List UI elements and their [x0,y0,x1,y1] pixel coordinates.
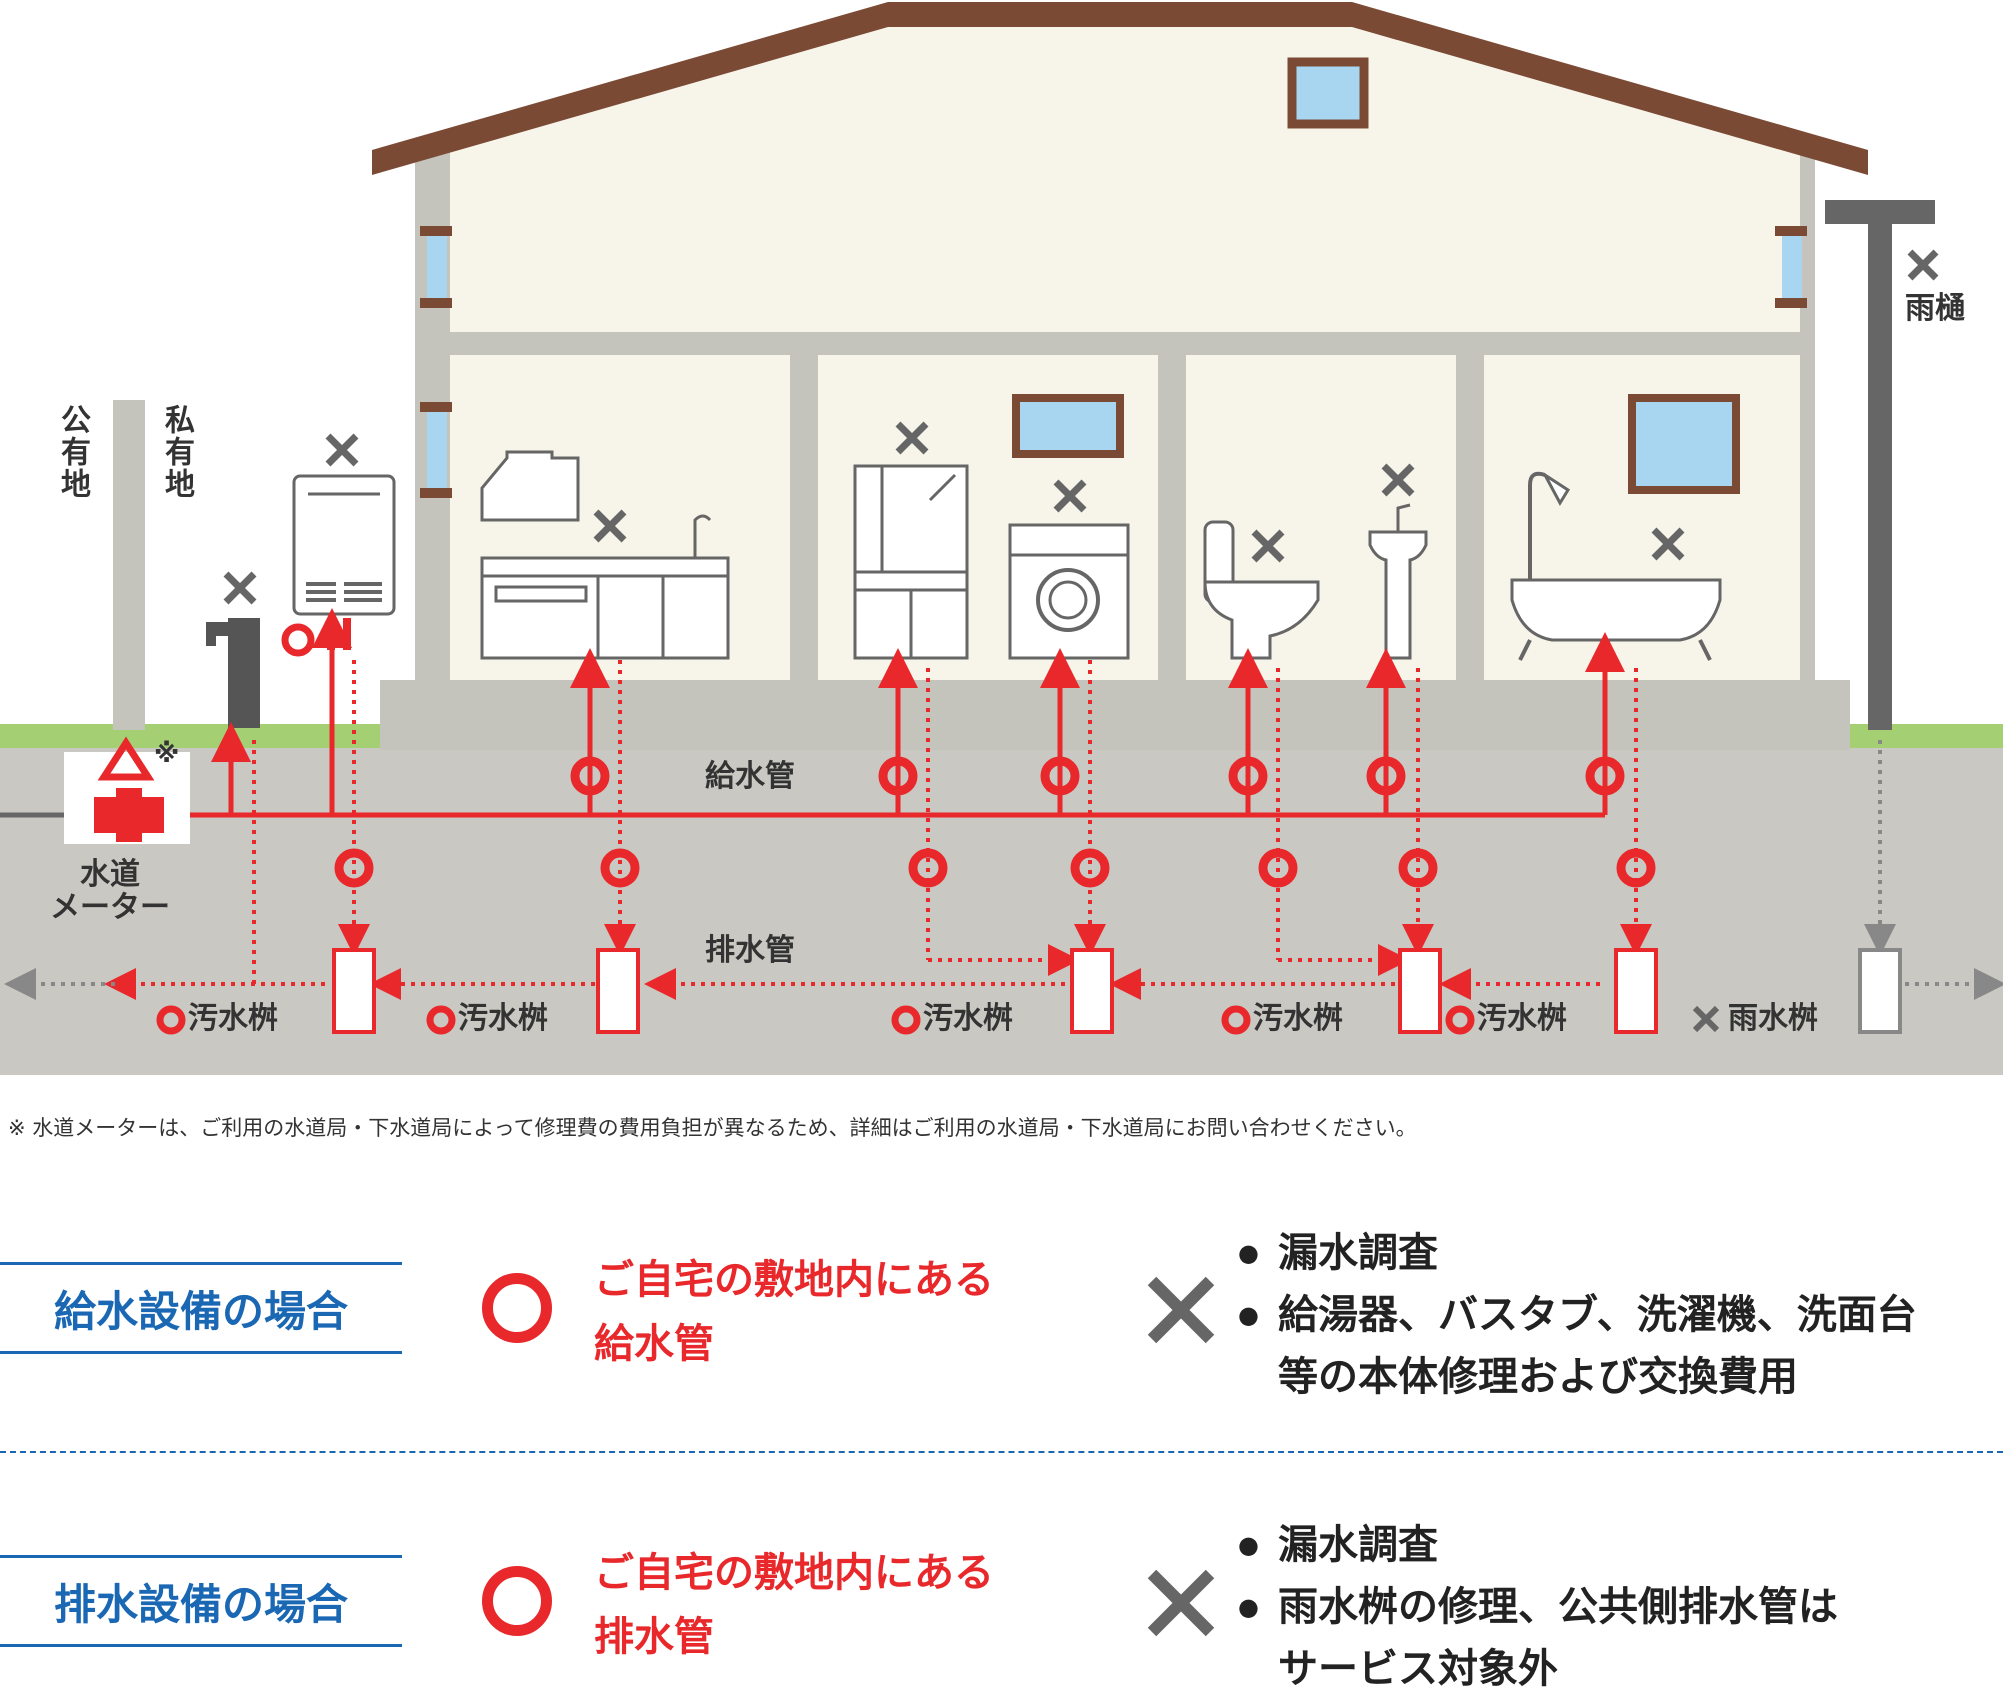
grass-left [0,724,380,748]
private-land-label: 私有地 [159,404,194,500]
window-left-upper [427,230,447,302]
covered-text-line1: ご自宅の敷地内にある [594,1257,994,1303]
kitchen-counter-icon [480,514,730,660]
toilet-icon [1203,520,1320,660]
covered-rings [156,756,1656,1035]
sewage-basin [1398,948,1442,1034]
sewage-basin-label: 汚水桝 [1477,1001,1567,1036]
washing-machine-icon [1008,523,1130,660]
supply-pipe-label: 給水管 [705,759,795,794]
laundry-window [1012,394,1124,458]
not-covered-x-icon [1147,1569,1215,1637]
not-covered-x-icon [1147,1276,1215,1344]
water-meter-icon [64,736,190,844]
covered-text-line1: ご自宅の敷地内にある [594,1550,994,1596]
rain-gutter-label: 雨樋 [1905,291,1965,326]
covered-text-line2: 排水管 [594,1614,714,1660]
list-item: 漏水調査 [1238,1222,1917,1284]
bath-window [1628,394,1740,494]
footnote: ※ 水道メーターは、ご利用の水道局・下水道局によって修理費の費用負担が異なるため… [8,1116,1417,1140]
sewage-basin-label: 汚水桝 [188,1001,278,1036]
outdoor-faucet-icon [206,618,260,728]
sewage-basin-label: 汚水桝 [458,1001,548,1036]
foundation [380,680,1850,750]
attic-window [1287,57,1369,129]
section-heading-supply: 給水設備の場合 [0,1262,402,1354]
meter-note-mark: ※ [154,739,180,769]
section-heading-drain: 排水設備の場合 [0,1555,402,1647]
not-covered-list-drain: 漏水調査 雨水桝の修理、公共側排水管は サービス対象外 [1238,1514,1838,1700]
sewage-basin [596,948,640,1034]
upper-floor [450,20,1800,332]
window-left-lower [427,406,447,488]
sewage-basin [1070,948,1114,1034]
sewage-basin [332,948,376,1034]
rain-basin [1858,948,1902,1034]
rain-basin-label: 雨水桝 [1728,1001,1818,1036]
sewage-basin-label: 汚水桝 [1253,1001,1343,1036]
room-toilet [1186,355,1456,680]
pedestal-sink-icon [1368,503,1428,660]
boundary-post [113,400,145,730]
not-covered-marks [223,249,1939,1033]
diagram-canvas [0,2,2003,1075]
sewage-basin-label: 汚水桝 [923,1001,1013,1036]
section-divider [0,1451,2003,1453]
drain-pipe-label: 排水管 [705,933,795,968]
range-hood-icon [480,450,580,522]
water-heater-icon [281,474,396,657]
roof [372,2,1868,175]
supply-pipe [0,608,1625,818]
covered-ring-icon [482,1273,552,1343]
sewage-basin [1614,948,1658,1034]
water-meter-label: 水道 メーター [50,857,170,925]
vanity-icon [853,464,969,660]
covered-text-line2: 給水管 [594,1321,714,1367]
list-item: 給湯器、バスタブ、洗濯機、洗面台 等の本体修理および交換費用 [1238,1284,1917,1408]
drain-pipe [104,660,1652,1000]
not-covered-list-supply: 漏水調査 給湯器、バスタブ、洗濯機、洗面台 等の本体修理および交換費用 [1238,1222,1917,1408]
window-right [1782,232,1802,302]
list-item: 雨水桝の修理、公共側排水管は サービス対象外 [1238,1576,1838,1700]
gutter-pipe [1868,200,1892,730]
list-item: 漏水調査 [1238,1514,1838,1576]
public-land-label: 公有地 [55,404,90,500]
bathtub-icon [1510,471,1722,661]
house-plumbing-diagram: 公有地 私有地 雨樋 ※ 水道 メーター 給水管 排水管 汚水桝 汚水桝 汚水桝… [0,2,2003,1075]
covered-ring-icon [482,1566,552,1636]
